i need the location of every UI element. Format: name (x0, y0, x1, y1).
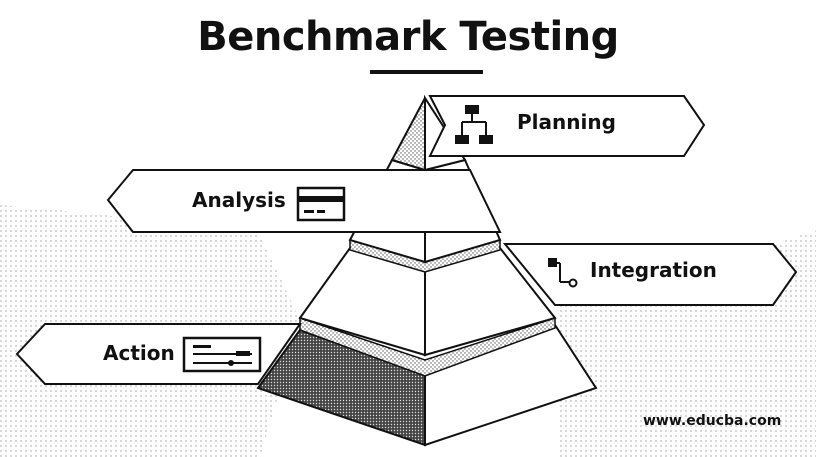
footer-url: www.educba.com (643, 413, 782, 429)
integration-banner (502, 243, 798, 306)
title-underline (370, 70, 483, 74)
page-title: Benchmark Testing (197, 14, 619, 60)
planning-banner (428, 95, 706, 157)
action-label: Action (103, 341, 175, 365)
tier-action-rim (299, 316, 556, 377)
analysis-label: Analysis (192, 188, 286, 212)
progress-panel-icon (182, 336, 262, 373)
integration-label: Integration (590, 258, 717, 282)
tier-planning-left-face (390, 97, 426, 172)
card-icon (296, 186, 346, 222)
connector-icon (548, 258, 578, 288)
planning-label: Planning (517, 110, 616, 134)
flowchart-icon (455, 105, 493, 144)
